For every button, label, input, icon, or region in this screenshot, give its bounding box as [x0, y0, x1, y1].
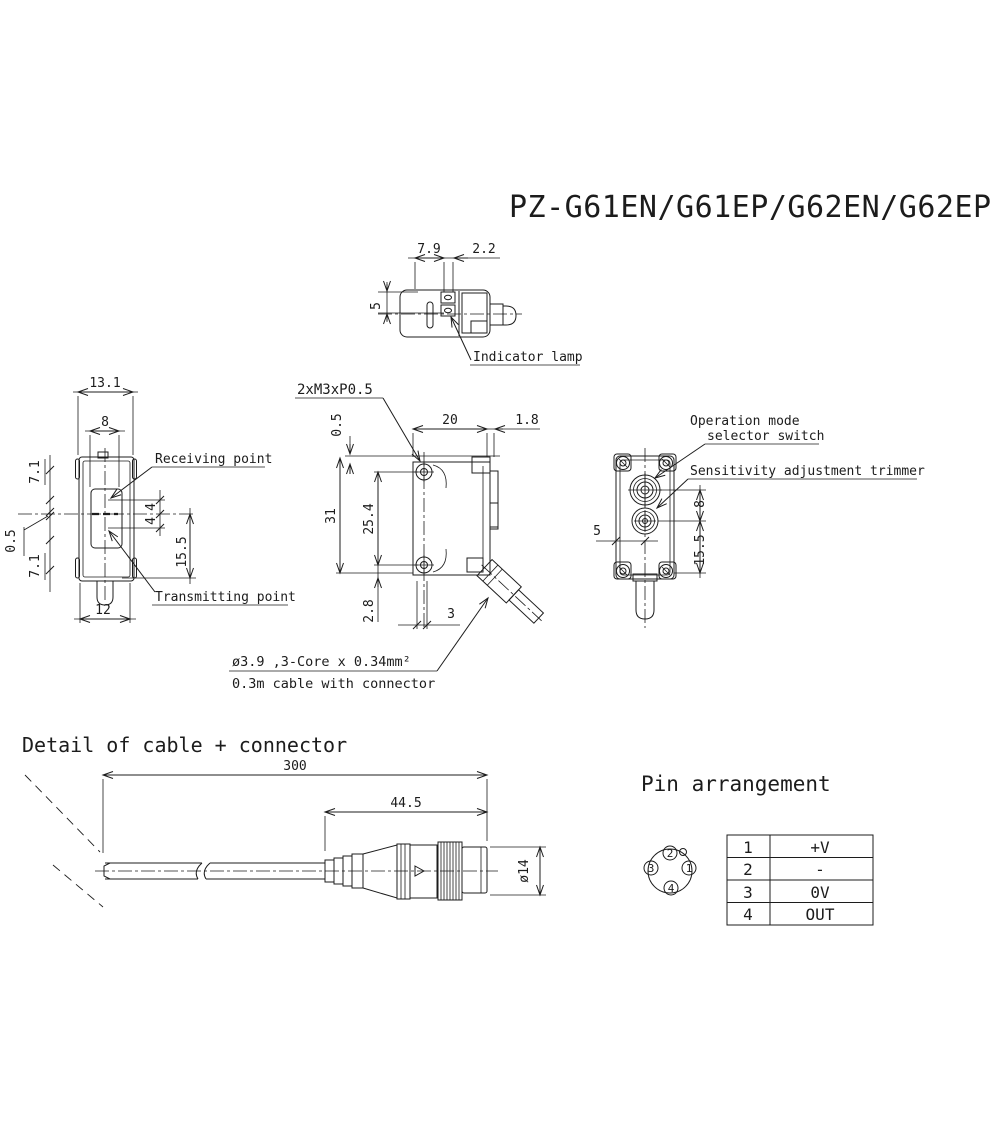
cable-detail: Detail of cable + connector 300 44.5 ø14: [22, 733, 546, 908]
operation-mode-label-line1: Operation mode: [690, 414, 800, 429]
pin-table-cell: 4: [743, 905, 753, 924]
dim-25-4: 25.4: [362, 503, 377, 534]
receiving-point-label: Receiving point: [155, 452, 272, 467]
dim-7-1-lower: 7.1: [28, 554, 43, 577]
drawing-title: PZ-G61EN/G61EP/G62EN/G62EP: [509, 190, 992, 225]
dim-4-upper: 4: [144, 503, 159, 511]
pin-table-cell: OUT: [806, 905, 835, 924]
pin-table-cell: 2: [743, 860, 753, 879]
pin-arrangement-heading: Pin arrangement: [641, 772, 831, 796]
rear-view: 8 15.5 5 Operation mode selector switch …: [593, 414, 925, 628]
dim-12: 12: [95, 603, 111, 618]
dim-2-8: 2.8: [362, 599, 377, 622]
keyway-notch: [679, 848, 687, 856]
orientation-mark: [414, 865, 426, 877]
pin-table-cell: 3: [743, 883, 753, 902]
dim-300: 300: [283, 759, 306, 774]
connector-face: [647, 848, 693, 894]
pin-label-3: 3: [648, 862, 655, 875]
indicator-lamp-2: [444, 307, 452, 314]
indicator-lamp-label: Indicator lamp: [473, 350, 583, 365]
sensitivity-trimmer-label: Sensitivity adjustment trimmer: [690, 464, 925, 479]
cable-boot: [476, 558, 545, 624]
dim-8-front: 8: [101, 415, 109, 430]
pin-label-4: 4: [668, 882, 675, 895]
connector-stub: [489, 303, 504, 326]
sensor-body-front: [78, 456, 135, 582]
screw-spec-label: 2xM3xP0.5: [297, 382, 373, 398]
dim-0-5-front: 0.5: [4, 529, 19, 552]
pin-table-cell: 0V: [810, 883, 830, 902]
dim-2-2: 2.2: [472, 242, 495, 257]
cable-rear: [635, 581, 655, 620]
cable-spec-line1: ø3.9 ,3-Core x 0.34mm²: [232, 654, 411, 670]
pin-table-cell: -: [815, 860, 825, 879]
front-view: 13.1 8 7.1 0.5 7.1 4 4 15.5: [4, 376, 296, 623]
dim-dia-14: ø14: [517, 859, 532, 883]
dim-4-lower: 4: [144, 517, 159, 525]
dim-5-rear: 5: [593, 524, 601, 539]
dim-13-1: 13.1: [89, 376, 120, 391]
dim-7-9: 7.9: [417, 242, 440, 257]
top-view: 7.9 2.2 5 Indicator lamp: [369, 242, 583, 366]
pin-arrangement: Pin arrangement 2 3 1 4 1 +V 2 - 3 0V 4 …: [641, 772, 874, 926]
mounting-tab: [96, 581, 114, 606]
side-view: 2xM3xP0.5 0.5 20 1.8 31 25.4 2.8 3: [229, 382, 545, 692]
connector-end: [461, 846, 488, 894]
pin-table: 1 +V 2 - 3 0V 4 OUT: [726, 834, 874, 926]
indicator-lamp-1: [444, 294, 452, 301]
pin-table-cell: +V: [810, 838, 830, 857]
dim-15-5-rear: 15.5: [693, 534, 708, 565]
pin-label-2: 2: [667, 847, 674, 860]
dim-1-8: 1.8: [515, 413, 538, 428]
dim-44-5: 44.5: [390, 796, 421, 811]
operation-mode-label-line2: selector switch: [707, 429, 824, 444]
dim-20: 20: [442, 413, 458, 428]
dim-7-1-upper: 7.1: [28, 460, 43, 483]
dim-15-5-front: 15.5: [175, 536, 190, 567]
cable-spec-line2: 0.3m cable with connector: [232, 676, 435, 692]
connector-taper-boot: [362, 844, 398, 899]
dim-31: 31: [324, 508, 339, 524]
dim-3: 3: [447, 607, 455, 622]
transmitting-point-label: Transmitting point: [155, 590, 296, 605]
pin-table-cell: 1: [743, 838, 753, 857]
cable-detail-heading: Detail of cable + connector: [22, 733, 347, 757]
lens-window: [90, 488, 123, 549]
pin-label-1: 1: [686, 862, 693, 875]
dim-0-5-side: 0.5: [330, 413, 345, 436]
dim-5-top: 5: [369, 302, 384, 310]
dim-8-rear: 8: [693, 500, 708, 508]
